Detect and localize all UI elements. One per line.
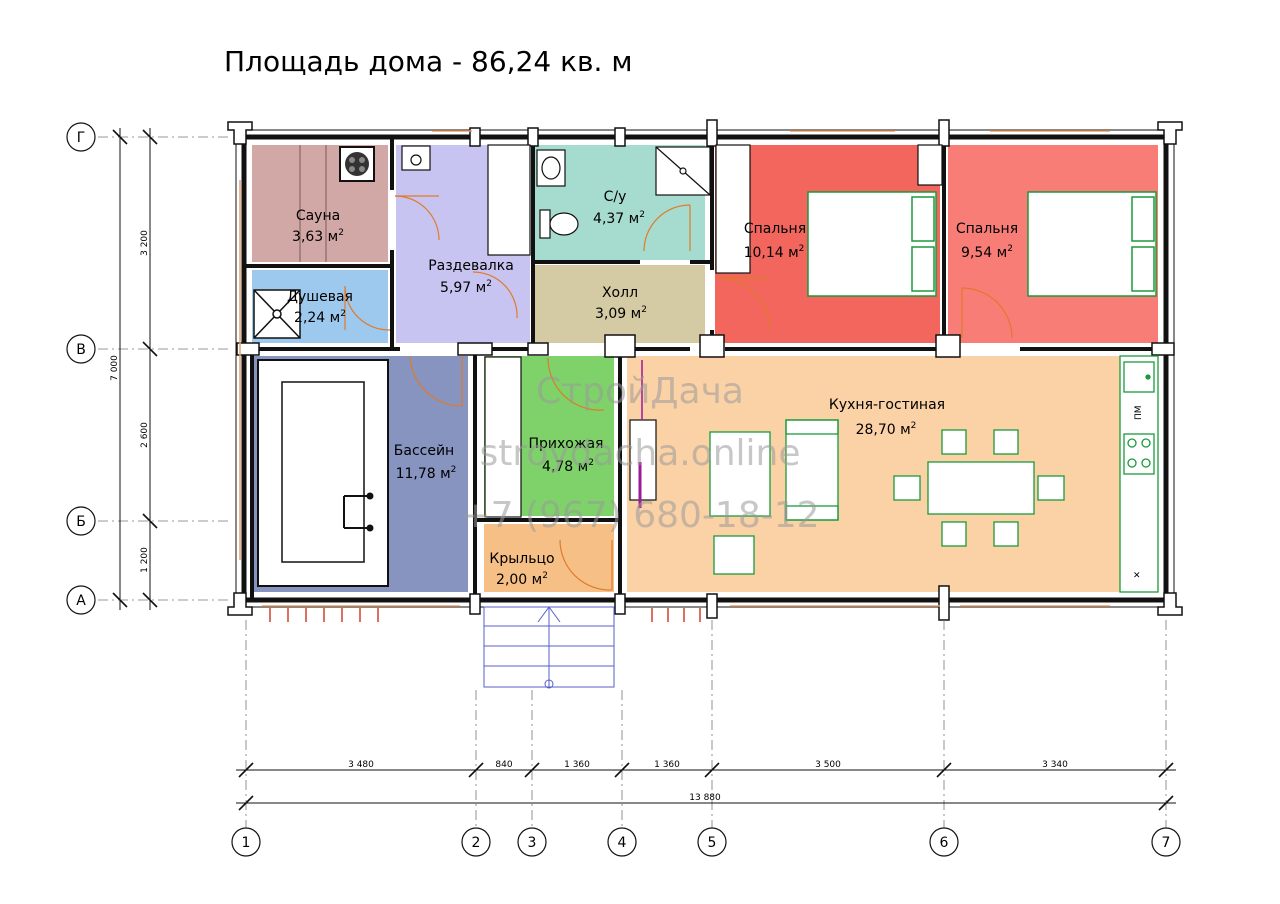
room-area-entry: 4,78 м2 xyxy=(542,458,594,475)
door-swings xyxy=(344,195,1013,591)
room-porch-fill xyxy=(484,524,614,592)
dim-h-seg-6: 3 340 xyxy=(1042,760,1068,770)
room-area-sauna: 3,63 м2 xyxy=(292,228,344,245)
shower-tray-icon xyxy=(253,289,301,339)
dim-h-seg-2: 840 xyxy=(495,760,512,770)
log-junctions xyxy=(236,119,1175,621)
room-label-wc: С/у xyxy=(604,189,627,205)
armchair-icon xyxy=(713,535,755,575)
room-label-hall: Холл xyxy=(602,285,638,301)
room-label-bedroom2: Спальня xyxy=(956,221,1018,237)
watermark-phone: +7 (967) 680-18-12 xyxy=(460,495,819,536)
room-label-porch: Крыльцо xyxy=(489,551,554,567)
dim-h-seg-5: 3 500 xyxy=(815,760,841,770)
dim-h-seg-1: 3 480 xyxy=(348,760,374,770)
sofa-icon xyxy=(785,419,839,521)
bed-icon xyxy=(1027,191,1157,297)
dim-v-seg-3: 1 200 xyxy=(140,547,150,573)
dim-v-seg-1: 3 200 xyxy=(140,230,150,256)
room-label-entry: Прихожая xyxy=(529,436,604,452)
axis-bubbles-letters xyxy=(66,122,96,615)
axis-label-b: Б xyxy=(76,514,86,530)
dim-v-seg-2: 2 600 xyxy=(140,422,150,448)
room-label-pool: Бассейн xyxy=(394,443,454,459)
outer-log-lines xyxy=(235,129,1175,608)
coffee-table-icon xyxy=(709,431,771,517)
dim-h-total: 13 880 xyxy=(689,793,721,803)
plan-title: Площадь дома - 86,24 кв. м xyxy=(224,45,632,78)
watermark-brand: СтройДача xyxy=(536,371,744,412)
room-label-shower: Душевая xyxy=(287,289,353,305)
axis-bubbles-numbers xyxy=(231,827,1181,857)
watermark-site: stroydacha.online xyxy=(479,433,800,474)
room-area-bedroom2: 9,54 м2 xyxy=(961,244,1013,261)
wardrobes xyxy=(484,144,943,518)
sink-icon xyxy=(401,145,431,171)
room-label-changing: Раздевалка xyxy=(428,258,514,274)
sauna-stove-icon xyxy=(339,146,375,182)
axis-label-2: 2 xyxy=(472,835,481,851)
room-area-bedroom1: 10,14 м2 xyxy=(744,244,805,261)
axis-label-g: Г xyxy=(77,130,86,146)
axis-label-5: 5 xyxy=(708,835,717,851)
sliding-door-mark xyxy=(638,360,643,508)
dishwasher-mark: ✕ xyxy=(1133,571,1141,581)
dim-h-seg-3: 1 360 xyxy=(564,760,590,770)
dim-v-total: 7 000 xyxy=(110,355,120,381)
pool-ladder-icon xyxy=(343,492,374,532)
vertical-dimension xyxy=(112,128,158,610)
stairs xyxy=(483,606,615,689)
radiator-icon xyxy=(269,608,701,622)
axis-label-7: 7 xyxy=(1162,835,1171,851)
room-label-sauna: Сауна xyxy=(296,208,340,224)
room-area-changing: 5,97 м2 xyxy=(440,279,492,296)
fridge-label: ПМ xyxy=(1134,405,1144,420)
room-area-pool: 11,78 м2 xyxy=(396,465,457,482)
room-area-kitchen: 28,70 м2 xyxy=(856,421,917,438)
room-label-bedroom1: Спальня xyxy=(744,221,806,237)
walls xyxy=(241,134,1169,603)
shower-cabin-icon xyxy=(655,146,711,196)
room-area-shower: 2,24 м2 xyxy=(294,309,346,326)
windows xyxy=(239,130,1110,607)
sauna-bench xyxy=(299,145,327,262)
axis-label-1: 1 xyxy=(242,835,251,851)
axis-label-4: 4 xyxy=(618,835,627,851)
kitchen-counter xyxy=(1119,355,1159,593)
horizontal-dimension xyxy=(236,762,1176,811)
room-label-kitchen: Кухня-гостиная xyxy=(829,397,945,413)
axis-label-v: В xyxy=(76,342,86,358)
washbasin-icon xyxy=(536,149,566,187)
room-labels: Сауна 3,63 м2 Душевая 2,24 м2 Раздевалка… xyxy=(287,189,1018,588)
watermark: СтройДача stroydacha.online +7 (967) 680… xyxy=(460,371,819,536)
bed-icon xyxy=(807,191,937,297)
log-crosses xyxy=(227,121,1183,616)
room-area-wc: 4,37 м2 xyxy=(593,210,645,227)
pool-basin xyxy=(257,359,389,587)
room-hall-fill xyxy=(535,265,705,343)
room-area-porch: 2,00 м2 xyxy=(496,571,548,588)
axis-label-6: 6 xyxy=(940,835,949,851)
dining-table-icon xyxy=(893,429,1065,547)
dim-h-seg-4: 1 360 xyxy=(654,760,680,770)
axis-label-3: 3 xyxy=(528,835,537,851)
axis-label-a: А xyxy=(76,593,86,609)
room-area-hall: 3,09 м2 xyxy=(595,305,647,322)
toilet-icon xyxy=(539,209,579,239)
